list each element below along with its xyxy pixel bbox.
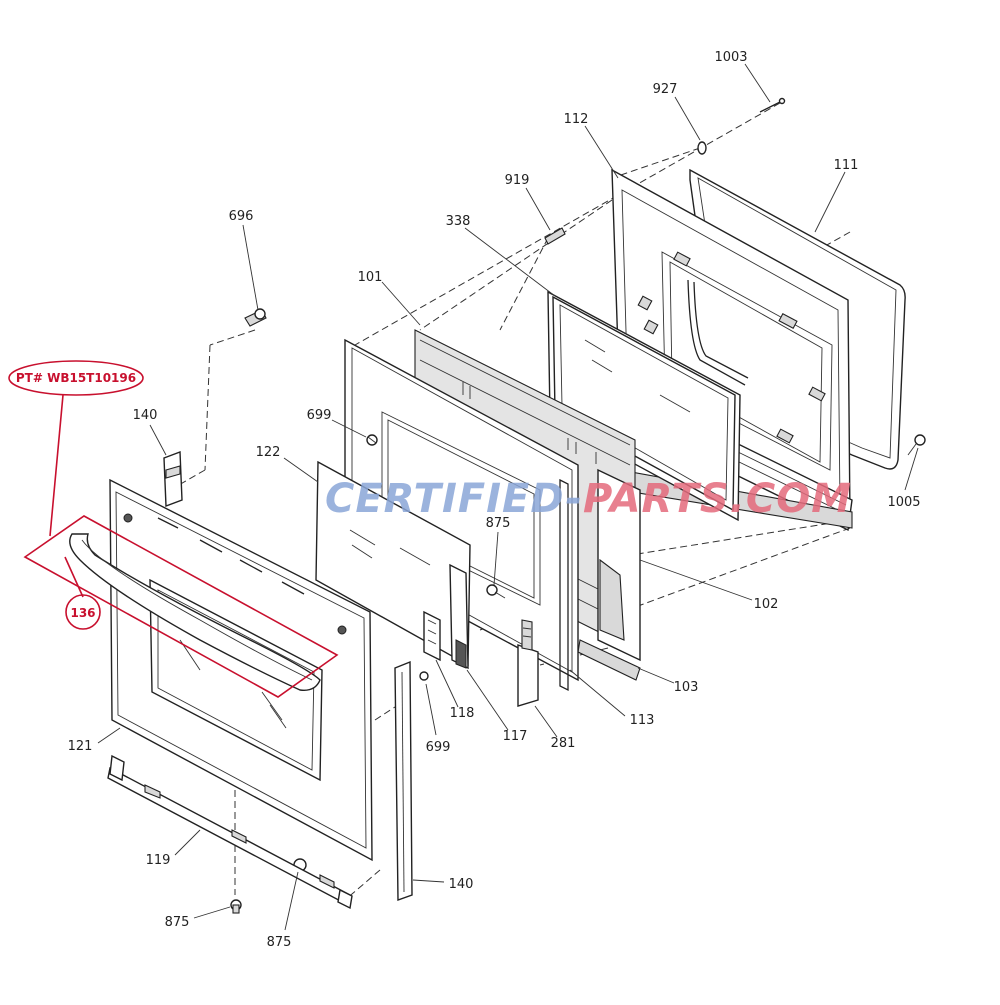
- label-875-mid: 875: [486, 516, 511, 531]
- label-140-side: 140: [449, 877, 474, 892]
- part-label-circle: [65, 594, 101, 630]
- label-118: 118: [450, 706, 475, 721]
- part-callout: PT# WB15T10196 136: [8, 360, 339, 698]
- watermark-parts: PARTS: [583, 476, 730, 522]
- label-1005: 1005: [887, 495, 920, 510]
- part-labels: 1003 927 112 111 919 338 696 101 140 699…: [68, 50, 921, 950]
- part-118-hinge-bracket: [423, 610, 441, 662]
- label-281: 281: [551, 736, 576, 751]
- label-121: 121: [68, 739, 93, 754]
- part-117-hinge-bracket: [449, 563, 469, 670]
- part-338-glass-pack: [547, 290, 741, 522]
- screw-927: [697, 141, 707, 155]
- part-140-side-trim: [394, 660, 413, 901]
- label-875-right: 875: [267, 935, 292, 950]
- label-111: 111: [834, 158, 859, 173]
- label-699-lower: 699: [426, 740, 451, 755]
- label-119: 119: [146, 853, 171, 868]
- label-699-upper: 699: [307, 408, 332, 423]
- label-113: 113: [630, 713, 655, 728]
- label-102: 102: [754, 597, 779, 612]
- part-119-bottom-trim: [107, 754, 353, 910]
- screw-875b: [230, 899, 242, 914]
- watermark-certified: CERTIFIED-: [325, 476, 583, 522]
- screw-875a: [486, 584, 506, 599]
- label-1003: 1003: [714, 50, 747, 65]
- label-103: 103: [674, 680, 699, 695]
- leader-lines: [97, 63, 919, 931]
- watermark-com: .COM: [730, 476, 852, 522]
- handle-highlight-box: [23, 515, 339, 698]
- label-875-left: 875: [165, 915, 190, 930]
- screw-699a: [366, 434, 378, 446]
- part-121-outer-door: [69, 478, 373, 862]
- label-919: 919: [505, 173, 530, 188]
- label-101: 101: [358, 270, 383, 285]
- label-122: 122: [256, 445, 281, 460]
- label-117: 117: [503, 729, 528, 744]
- part-label-text: 136: [70, 606, 95, 620]
- part-102-side-channel: [577, 468, 641, 681]
- label-112: 112: [564, 112, 589, 127]
- watermark-text: CERTIFIED-PARTS.COM: [325, 476, 852, 522]
- part-281-hinge-receiver: [517, 619, 539, 707]
- part-number-text: PT# WB15T10196: [16, 371, 136, 385]
- screw-919: [544, 227, 566, 245]
- screw-699b: [419, 671, 429, 681]
- part-140-top-trim: [163, 451, 183, 507]
- label-927: 927: [653, 82, 678, 97]
- screw-1003: [759, 97, 786, 113]
- screw-696: [244, 308, 267, 327]
- part-number-oval: [8, 360, 144, 396]
- label-338: 338: [446, 214, 471, 229]
- watermark: CERTIFIED-PARTS.COM: [325, 476, 852, 522]
- screw-1005: [907, 434, 926, 456]
- label-696: 696: [229, 209, 254, 224]
- label-140-top: 140: [133, 408, 158, 423]
